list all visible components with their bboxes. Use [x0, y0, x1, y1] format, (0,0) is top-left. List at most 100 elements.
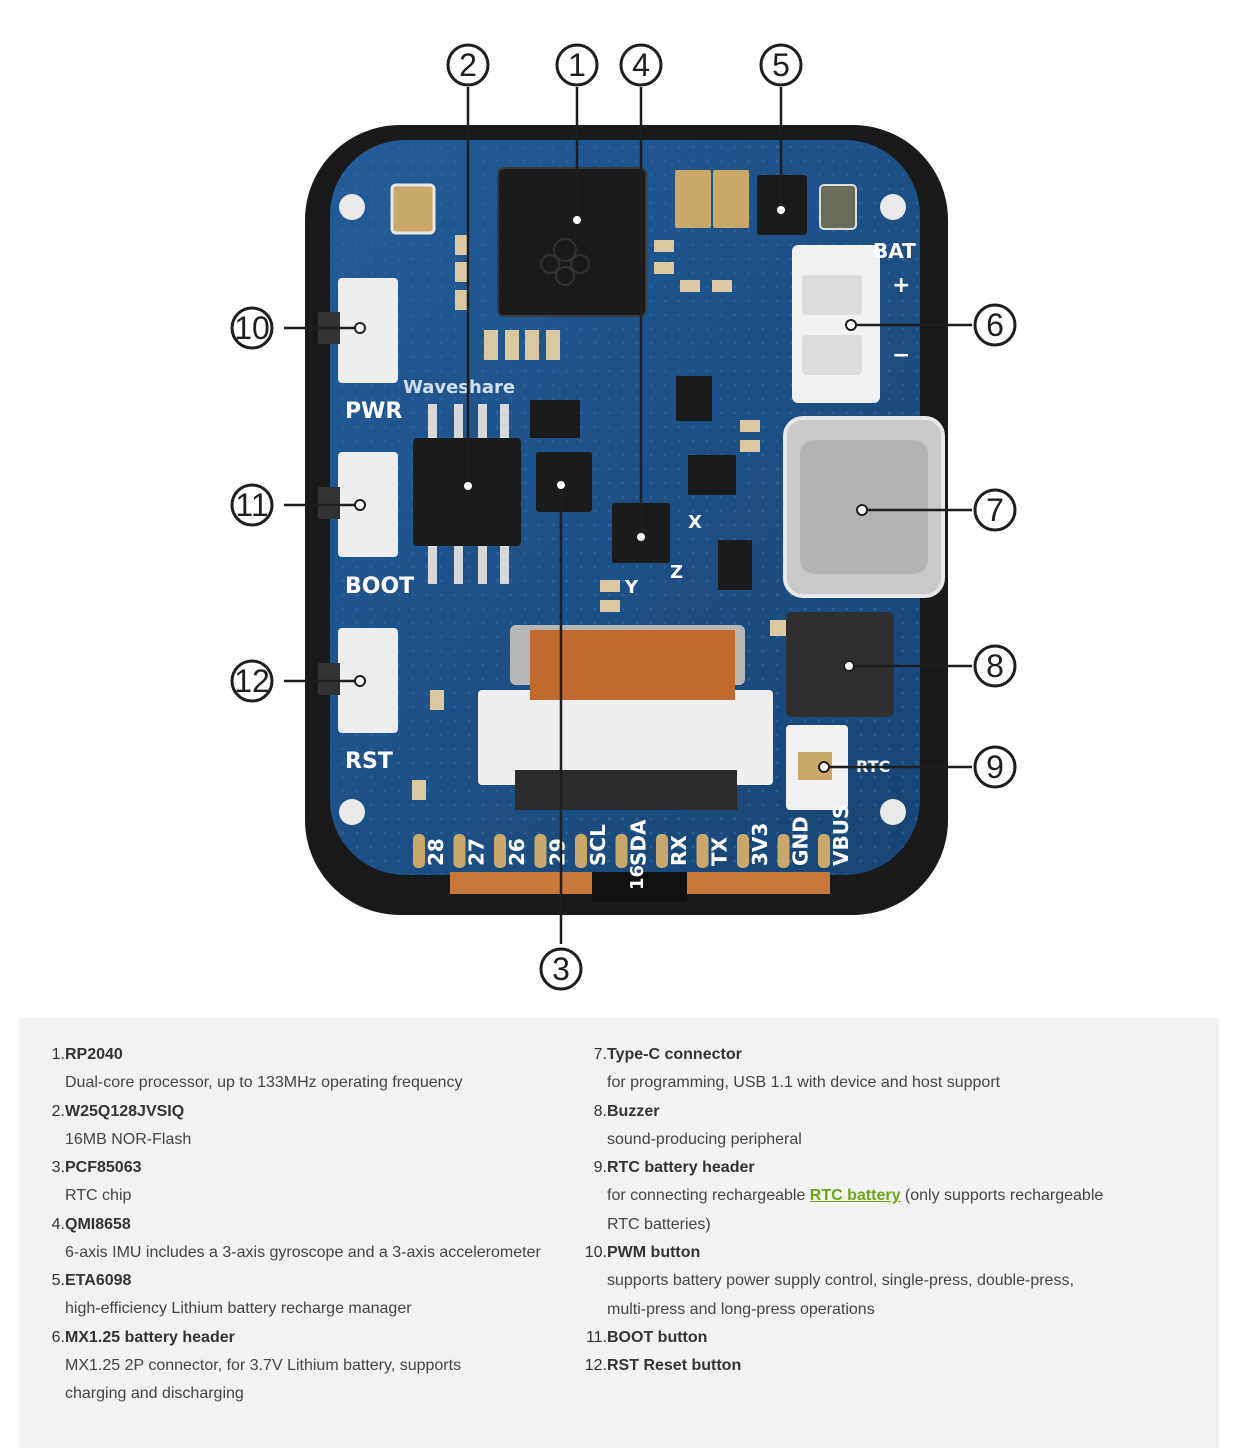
legend-item: 3.PCF85063 RTC chip: [19, 1154, 579, 1211]
crystal: [390, 183, 436, 235]
item-number: 10.: [584, 1244, 607, 1261]
item-title: MX1.25 battery header: [65, 1328, 235, 1346]
pin-label: VBUS: [829, 805, 853, 866]
rst-label: RST: [345, 749, 393, 774]
item-number: 8.: [593, 1102, 607, 1120]
boot-label: BOOT: [345, 574, 414, 599]
leader-lines: [284, 87, 972, 944]
item-number: 9.: [593, 1159, 607, 1176]
svg-text:5: 5: [772, 47, 790, 83]
flash-chip: [413, 438, 521, 546]
legend-item: 10.PWM button supports battery power sup…: [561, 1239, 1121, 1324]
legend-item: 5.ETA6098 high-efficiency Lithium batter…: [19, 1267, 579, 1324]
pin-label: 3V3: [748, 823, 772, 866]
callout-1: 1: [555, 43, 599, 87]
item-title: BOOT button: [607, 1329, 708, 1346]
legend-right-column: 7.Type-C connector for programming, USB …: [561, 1041, 1121, 1380]
item-title: RTC battery header: [607, 1159, 755, 1176]
item-number: 5.: [51, 1272, 65, 1289]
item-description: high-efficiency Lithium battery recharge…: [65, 1300, 412, 1317]
svg-text:8: 8: [986, 648, 1004, 684]
svg-text:10: 10: [234, 310, 270, 346]
pin-pad: [453, 834, 466, 868]
buzzer: [786, 612, 894, 717]
item-title: Buzzer: [607, 1102, 660, 1120]
callout-4: 4: [619, 43, 663, 87]
brand-logo: Waveshare: [403, 377, 515, 398]
pin-label: SDA: [627, 819, 651, 866]
pin-pad: [494, 834, 506, 868]
svg-text:7: 7: [986, 492, 1004, 528]
raspberry-logo-icon: [540, 238, 590, 286]
svg-text:9: 9: [986, 749, 1004, 785]
pin-pad: [737, 834, 749, 868]
svg-text:6: 6: [986, 307, 1004, 343]
pin-pad: [696, 834, 709, 868]
legend-item: 12.RST Reset button: [561, 1352, 1121, 1380]
board-diagram: 16 BAT + −: [230, 43, 1017, 991]
callout-12: 12: [230, 659, 274, 703]
callout-9: 9: [973, 745, 1017, 789]
pin-label: 27: [465, 838, 489, 866]
item-description: MX1.25 2P connector, for 3.7V Lithium ba…: [65, 1356, 462, 1403]
cable-label: 16: [627, 865, 648, 890]
pin-label: RX: [667, 835, 691, 866]
desc-suffix: (only supports rechargeable RTC batterie…: [607, 1187, 1104, 1233]
callout-3: 3: [539, 947, 583, 991]
callout-10: 10: [230, 306, 274, 350]
svg-text:4: 4: [632, 47, 650, 83]
item-description: 16MB NOR-Flash: [65, 1130, 192, 1148]
callout-7: 7: [973, 488, 1017, 532]
item-description: 6-axis IMU includes a 3-axis gyroscope a…: [65, 1243, 541, 1261]
pin-label: GND: [789, 816, 813, 866]
rtc-battery-link[interactable]: RTC battery: [809, 1187, 901, 1204]
callout-6: 6: [973, 303, 1017, 347]
pin-pad: [656, 834, 668, 868]
item-number: 11.: [585, 1329, 607, 1346]
axis-z-label: Z: [670, 562, 683, 583]
item-description: supports battery power supply control, s…: [607, 1272, 1074, 1318]
pwr-button: [338, 278, 398, 383]
legend-item: 6.MX1.25 battery header MX1.25 2P connec…: [19, 1324, 579, 1409]
item-title: QMI8658: [65, 1215, 131, 1233]
svg-text:11: 11: [235, 487, 268, 523]
svg-text:1: 1: [568, 47, 586, 83]
pin-label: 29: [546, 838, 570, 866]
legend-item: 7.Type-C connector for programming, USB …: [561, 1041, 1121, 1098]
pin-label: TX: [708, 836, 732, 866]
item-description: for programming, USB 1.1 with device and…: [607, 1074, 1001, 1091]
item-number: 1.: [51, 1046, 65, 1063]
item-description: RTC chip: [65, 1187, 132, 1204]
item-title: PWM button: [607, 1244, 701, 1261]
legend-item: 11.BOOT button: [561, 1324, 1121, 1352]
pin-pad: [413, 834, 425, 868]
legend-item: 4.QMI8658 6-axis IMU includes a 3-axis g…: [19, 1211, 579, 1268]
item-number: 2.: [51, 1102, 65, 1120]
legend-item: 9.RTC battery header for connecting rech…: [561, 1154, 1121, 1239]
pin-pad: [777, 834, 790, 868]
pin-label: 26: [505, 838, 529, 866]
legend-item: 1.RP2040 Dual-core processor, up to 133M…: [19, 1041, 579, 1098]
callout-11: 11: [230, 483, 274, 527]
pin-label: 28: [424, 838, 448, 866]
item-title: Type-C connector: [607, 1046, 742, 1063]
item-title: RP2040: [65, 1046, 123, 1063]
pin-pad: [575, 834, 587, 868]
axis-x-label: X: [688, 512, 702, 533]
bat-minus-label: −: [892, 343, 910, 368]
pin-pad: [534, 834, 547, 868]
fpc-connector: [478, 690, 773, 785]
desc-prefix: for connecting rechargeable: [607, 1187, 810, 1204]
svg-text:3: 3: [552, 951, 570, 987]
pwr-label: PWR: [345, 399, 402, 424]
item-title: W25Q128JVSIQ: [65, 1102, 185, 1120]
legend-left-column: 1.RP2040 Dual-core processor, up to 133M…: [19, 1041, 579, 1409]
callout-8: 8: [973, 644, 1017, 688]
item-title: RST Reset button: [607, 1357, 742, 1374]
item-number: 12.: [584, 1357, 607, 1374]
callout-5: 5: [759, 43, 803, 87]
item-description: sound-producing peripheral: [607, 1130, 802, 1148]
boot-button: [338, 452, 398, 557]
legend-item: 2.W25Q128JVSIQ 16MB NOR-Flash: [19, 1098, 579, 1155]
